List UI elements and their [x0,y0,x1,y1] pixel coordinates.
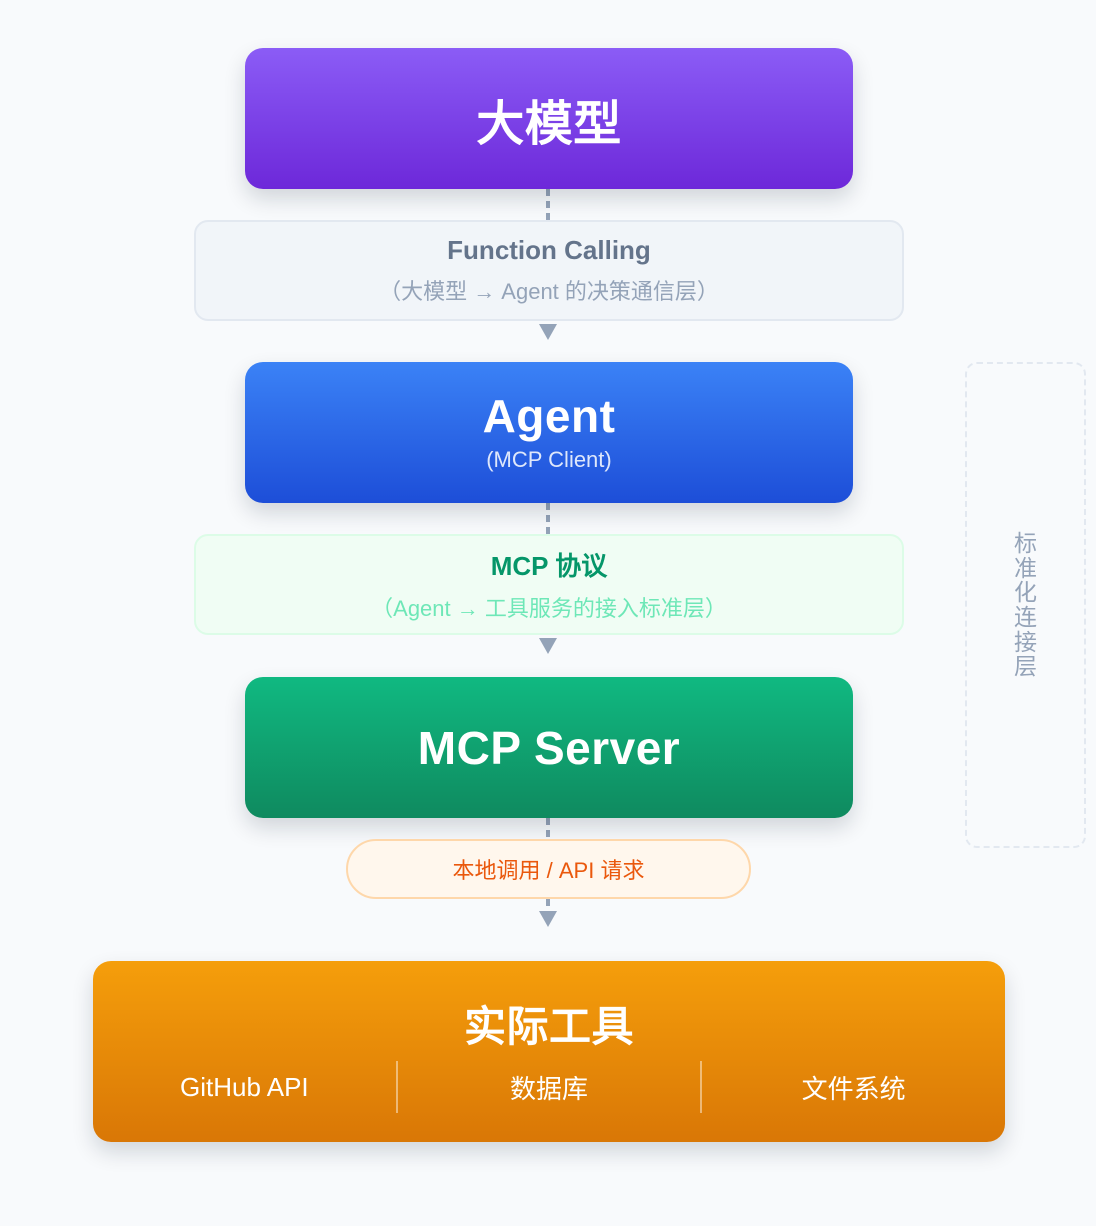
tools-block: 实际工具 GitHub API 数据库 文件系统 [93,961,1005,1142]
function-calling-title: Function Calling [447,235,651,265]
standard-connection-layer-label: 标准化连接层 [1014,530,1037,680]
function-calling-subtitle: （大模型 → Agent 的决策通信层） [379,279,719,304]
mcp-server-block: MCP Server [245,677,853,818]
connector-agent-mcp [546,503,550,534]
arrow-to-agent [539,324,557,340]
mcp-protocol-subtitle: （Agent → 工具服务的接入标准层） [371,596,727,621]
arrow-to-tools [539,911,557,927]
agent-title: Agent [482,389,616,442]
mcp-protocol-title: MCP 协议 [490,551,608,581]
tool-database: 数据库 [510,1073,589,1104]
tools-row: GitHub API 数据库 文件系统 [93,1061,1005,1113]
tools-title: 实际工具 [463,1003,634,1050]
connector-server-api [546,818,550,839]
connector-llm-fc [546,189,550,220]
tool-file-system: 文件系统 [801,1073,906,1104]
llm-block: 大模型 [245,48,853,189]
tool-divider [395,1061,398,1113]
function-calling-layer: Function Calling （大模型 → Agent 的决策通信层） [194,220,904,321]
tool-divider [700,1061,703,1113]
agent-block: Agent (MCP Client) [245,362,853,503]
api-call-pill: 本地调用 / API 请求 [346,839,751,899]
tool-github-api: GitHub API [180,1071,309,1102]
api-call-label: 本地调用 / API 请求 [452,858,645,883]
standard-connection-layer-box: 标准化连接层 [965,362,1086,848]
connector-api-tools [546,899,550,911]
arrow-to-server [539,638,557,654]
mcp-server-title: MCP Server [417,721,681,774]
llm-title: 大模型 [476,97,622,151]
agent-subtitle: (MCP Client) [486,446,612,472]
mcp-protocol-layer: MCP 协议 （Agent → 工具服务的接入标准层） [194,534,904,635]
